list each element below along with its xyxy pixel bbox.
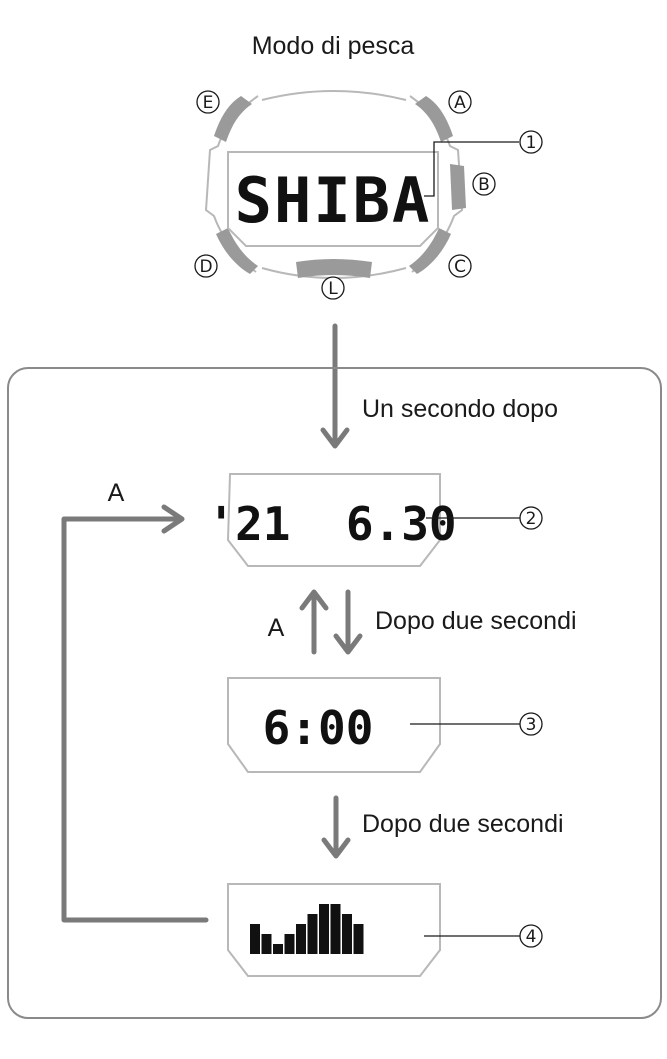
watch-illustration: SHIBA E A B D C L 1 <box>194 90 543 300</box>
svg-text:D: D <box>199 257 212 277</box>
sequence-panel <box>7 367 662 1019</box>
button-label-c: C <box>448 254 472 278</box>
graph-bar <box>353 924 364 954</box>
button-label-l: L <box>321 276 345 300</box>
arrow-up-press-a <box>299 589 329 655</box>
callout-3: 3 <box>519 712 543 736</box>
button-label-b: B <box>472 172 496 196</box>
svg-text:E: E <box>203 93 214 113</box>
arrow-a-return-loop <box>61 504 209 923</box>
graph-bar <box>296 924 306 954</box>
screen-date: '21 6.30 2 <box>207 473 543 567</box>
label-two-seconds-later-1: Dopo due secondi <box>375 607 577 635</box>
diagram-title: Modo di pesca <box>252 32 415 60</box>
screen-date-text: '21 6.30 <box>207 497 456 551</box>
screen-graph: 4 <box>227 883 543 977</box>
label-press-a: A <box>268 614 285 642</box>
graph-bar <box>330 904 341 954</box>
callout-2: 2 <box>519 506 543 530</box>
graph-bar <box>273 944 283 954</box>
graph-bar <box>250 924 260 954</box>
label-press-a-return: A <box>108 479 125 507</box>
watch-lcd-text: SHIBA <box>235 164 432 237</box>
svg-text:3: 3 <box>526 715 537 735</box>
svg-text:A: A <box>454 93 466 113</box>
svg-text:L: L <box>328 279 338 299</box>
button-c <box>409 228 451 274</box>
screen-date-frame <box>226 473 441 567</box>
callout-1: 1 <box>519 130 543 154</box>
svg-text:1: 1 <box>526 133 537 153</box>
svg-text:2: 2 <box>526 509 537 529</box>
button-l <box>296 259 372 278</box>
button-a <box>415 96 453 142</box>
graph-bar <box>342 914 352 954</box>
screen-time-text: 6:00 <box>263 701 374 755</box>
svg-text:B: B <box>478 175 490 195</box>
button-e <box>214 96 252 142</box>
arrow-down-two-seconds <box>333 589 363 655</box>
graph-bar <box>307 914 318 954</box>
callout-1-leader <box>424 141 519 197</box>
graph-bar <box>261 934 272 954</box>
arrow-down-into-sequence <box>320 323 350 449</box>
label-two-seconds-later-2: Dopo due secondi <box>362 810 564 838</box>
button-label-e: E <box>196 90 220 114</box>
button-b <box>450 164 466 210</box>
button-d <box>216 228 258 274</box>
graph-bar <box>284 934 295 954</box>
svg-text:4: 4 <box>526 927 537 947</box>
label-one-second-later: Un secondo dopo <box>362 395 558 423</box>
screen-graph-frame <box>227 883 441 977</box>
screen-time: 6:00 3 <box>227 677 543 773</box>
graph-bars <box>250 904 364 954</box>
button-label-d: D <box>194 254 218 278</box>
watch-lcd-frame <box>227 151 439 247</box>
button-label-a: A <box>448 90 472 114</box>
callout-4: 4 <box>519 924 543 948</box>
svg-text:C: C <box>454 257 466 277</box>
arrow-down-two-seconds-2 <box>321 795 351 859</box>
graph-bar <box>319 904 329 954</box>
screen-time-frame <box>227 677 441 773</box>
